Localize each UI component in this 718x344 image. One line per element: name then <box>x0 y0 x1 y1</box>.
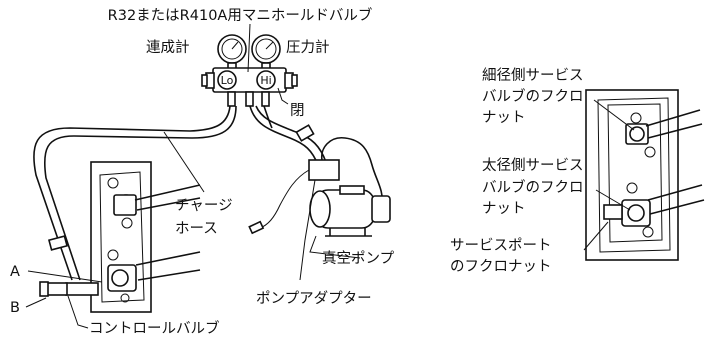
b-leader <box>25 297 47 308</box>
label-a: A <box>10 264 20 280</box>
charge-hose-leader <box>163 131 205 193</box>
vacuum-pump <box>248 137 391 237</box>
large-valve-label-line3: ナット <box>482 201 526 217</box>
charge-hose <box>33 105 237 281</box>
control-valve-leader <box>67 295 89 329</box>
left-valve-panel <box>39 161 201 313</box>
compound-gauge-label: 連成計 <box>146 39 190 56</box>
vacuum-pump-leader <box>309 235 361 259</box>
large-valve-leader <box>595 189 631 211</box>
manifold-valve: Lo Hi <box>201 34 298 107</box>
pump-adapter-leader <box>299 179 316 281</box>
pump-hose <box>249 105 327 166</box>
pump-adapter-block <box>308 159 340 181</box>
small-valve-label-line1: 細径側サービス <box>482 67 584 84</box>
pressure-gauge-label: 圧力計 <box>286 39 330 56</box>
small-valve-label-line2: バルブのフクロ <box>482 87 584 105</box>
small-valve-label-line3: ナット <box>482 110 526 126</box>
label-b: B <box>10 300 20 316</box>
right-valve-panel <box>585 89 705 261</box>
service-port-label-line2: のフクロナット <box>450 258 552 275</box>
charge-hose-label-line1: チャージ <box>175 198 233 214</box>
service-port-leader <box>583 221 609 251</box>
small-valve-leader <box>593 99 635 131</box>
manifold-title: R32またはR410A用マニホールドバルブ <box>108 6 373 24</box>
large-valve-label-line1: 太径側サービス <box>482 157 584 174</box>
charge-hose-label-line2: ホース <box>175 221 218 237</box>
closed-leader <box>277 87 289 105</box>
service-port-nut <box>603 204 623 220</box>
vacuum-pump-label: 真空ポンプ <box>322 249 395 267</box>
hi-label: Hi <box>260 74 271 87</box>
pressure-gauge-icon <box>251 34 281 72</box>
hi-dial <box>256 70 276 90</box>
title-leader <box>247 23 251 73</box>
control-valve-label: コントロールバルブ <box>89 319 220 337</box>
a-leader <box>27 270 103 283</box>
pump-adapter-label: ポンプアダプター <box>256 290 372 307</box>
service-port-label-line1: サービスポート <box>450 237 552 254</box>
closed-label: 閉 <box>290 103 305 119</box>
compound-gauge-icon <box>217 34 247 72</box>
lo-label: Lo <box>221 74 234 87</box>
lo-dial <box>217 70 237 90</box>
large-valve-label-line2: バルブのフクロ <box>482 178 584 196</box>
